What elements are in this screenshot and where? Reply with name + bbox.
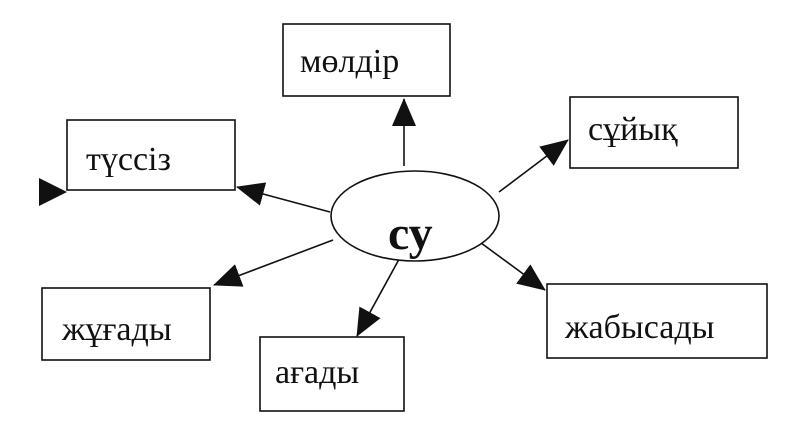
- arrow-to-zhugady: [213, 239, 334, 287]
- stray-arrowhead: [39, 178, 67, 206]
- node-tussiz: түссіз: [66, 119, 236, 191]
- node-label: жабысады: [564, 309, 715, 346]
- node-zhabysady: жабысады: [546, 283, 768, 359]
- arrow-to-zhabysady: [476, 239, 546, 291]
- center-node: су: [330, 170, 500, 262]
- arrow-to-suiyq: [498, 139, 569, 193]
- node-suiyq: сұйық: [569, 96, 739, 169]
- node-label: түссіз: [86, 141, 171, 178]
- node-label: ағады: [275, 354, 359, 391]
- node-label: мөлдір: [300, 43, 399, 80]
- node-label: сұйық: [588, 111, 678, 148]
- node-zhugady: жұғады: [41, 287, 211, 361]
- center-label: су: [388, 207, 433, 260]
- node-label: жұғады: [61, 311, 172, 348]
- node-moldir: мөлдір: [282, 23, 451, 97]
- node-agady: ағады: [259, 336, 405, 412]
- arrow-to-tussiz: [236, 182, 331, 213]
- arrow-to-agady: [356, 251, 404, 337]
